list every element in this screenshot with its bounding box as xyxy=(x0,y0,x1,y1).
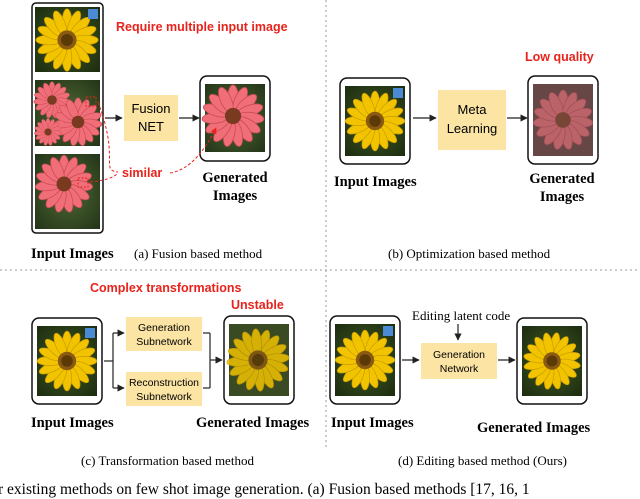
generated-label-d: Generated Images xyxy=(477,420,591,436)
generation-subnetwork-line2: Subnetwork xyxy=(136,336,192,348)
note-unstable: Unstable xyxy=(231,298,284,312)
panel-c: Complex transformations Unstable Generat… xyxy=(31,281,310,468)
reconstruction-subnetwork-box xyxy=(126,372,202,406)
panel-b: Low quality Meta Learning Input Images G… xyxy=(334,50,599,261)
input-image-2 xyxy=(32,80,103,148)
input-label-a: Input Images xyxy=(31,246,114,262)
generated-label-a2: Images xyxy=(213,188,258,204)
fusion-net-line2: NET xyxy=(138,119,164,134)
input-label-d: Input Images xyxy=(331,415,414,431)
note-require-multiple: Require multiple input image xyxy=(116,20,288,34)
input-image-1 xyxy=(35,7,100,72)
editing-latent-code-label: Editing latent code xyxy=(412,308,510,323)
meta-learning-line1: Meta xyxy=(458,102,488,117)
generation-subnetwork-box xyxy=(126,317,202,351)
reconstruction-subnetwork-line1: Reconstruction xyxy=(129,377,199,389)
generation-network-box xyxy=(421,343,497,379)
meta-learning-line2: Learning xyxy=(447,121,498,136)
panel-d: Editing latent code Generation Network I… xyxy=(329,308,591,468)
generation-network-line2: Network xyxy=(440,363,479,375)
note-complex-transformations: Complex transformations xyxy=(90,281,241,295)
generated-image-d xyxy=(518,326,586,396)
generated-image-b xyxy=(532,84,594,156)
generated-image-a xyxy=(200,84,266,152)
generated-image-c xyxy=(218,320,298,400)
similar-dashed-link xyxy=(89,101,119,183)
reconstruction-subnetwork-line2: Subnetwork xyxy=(136,391,192,403)
figure-caption-footer: r existing methods on few shot image gen… xyxy=(0,481,530,498)
generated-label-b2: Images xyxy=(540,189,585,205)
fusion-net-box xyxy=(124,95,178,141)
generated-label-b1: Generated xyxy=(529,171,594,187)
caption-a: (a) Fusion based method xyxy=(134,246,263,261)
input-label-b: Input Images xyxy=(334,174,417,190)
fusion-net-line1: Fusion xyxy=(131,101,170,116)
generated-label-a1: Generated xyxy=(202,170,267,186)
generation-network-line1: Generation xyxy=(433,349,485,361)
input-label-c: Input Images xyxy=(31,415,114,431)
input-image-d xyxy=(334,324,396,396)
similar-arrow xyxy=(169,127,217,174)
caption-c: (c) Transformation based method xyxy=(81,453,254,468)
meta-learning-box xyxy=(438,90,506,150)
note-low-quality: Low quality xyxy=(525,50,594,64)
generated-label-c: Generated Images xyxy=(196,415,310,431)
input-image-c xyxy=(36,326,98,396)
similar-label: similar xyxy=(122,166,162,180)
panel-a: Require multiple input image Fusion NET … xyxy=(31,2,288,262)
caption-b: (b) Optimization based method xyxy=(388,246,551,261)
input-image-3 xyxy=(34,154,100,229)
input-image-b xyxy=(344,86,406,156)
generation-subnetwork-line1: Generation xyxy=(138,322,190,334)
caption-d: (d) Editing based method (Ours) xyxy=(398,453,567,468)
